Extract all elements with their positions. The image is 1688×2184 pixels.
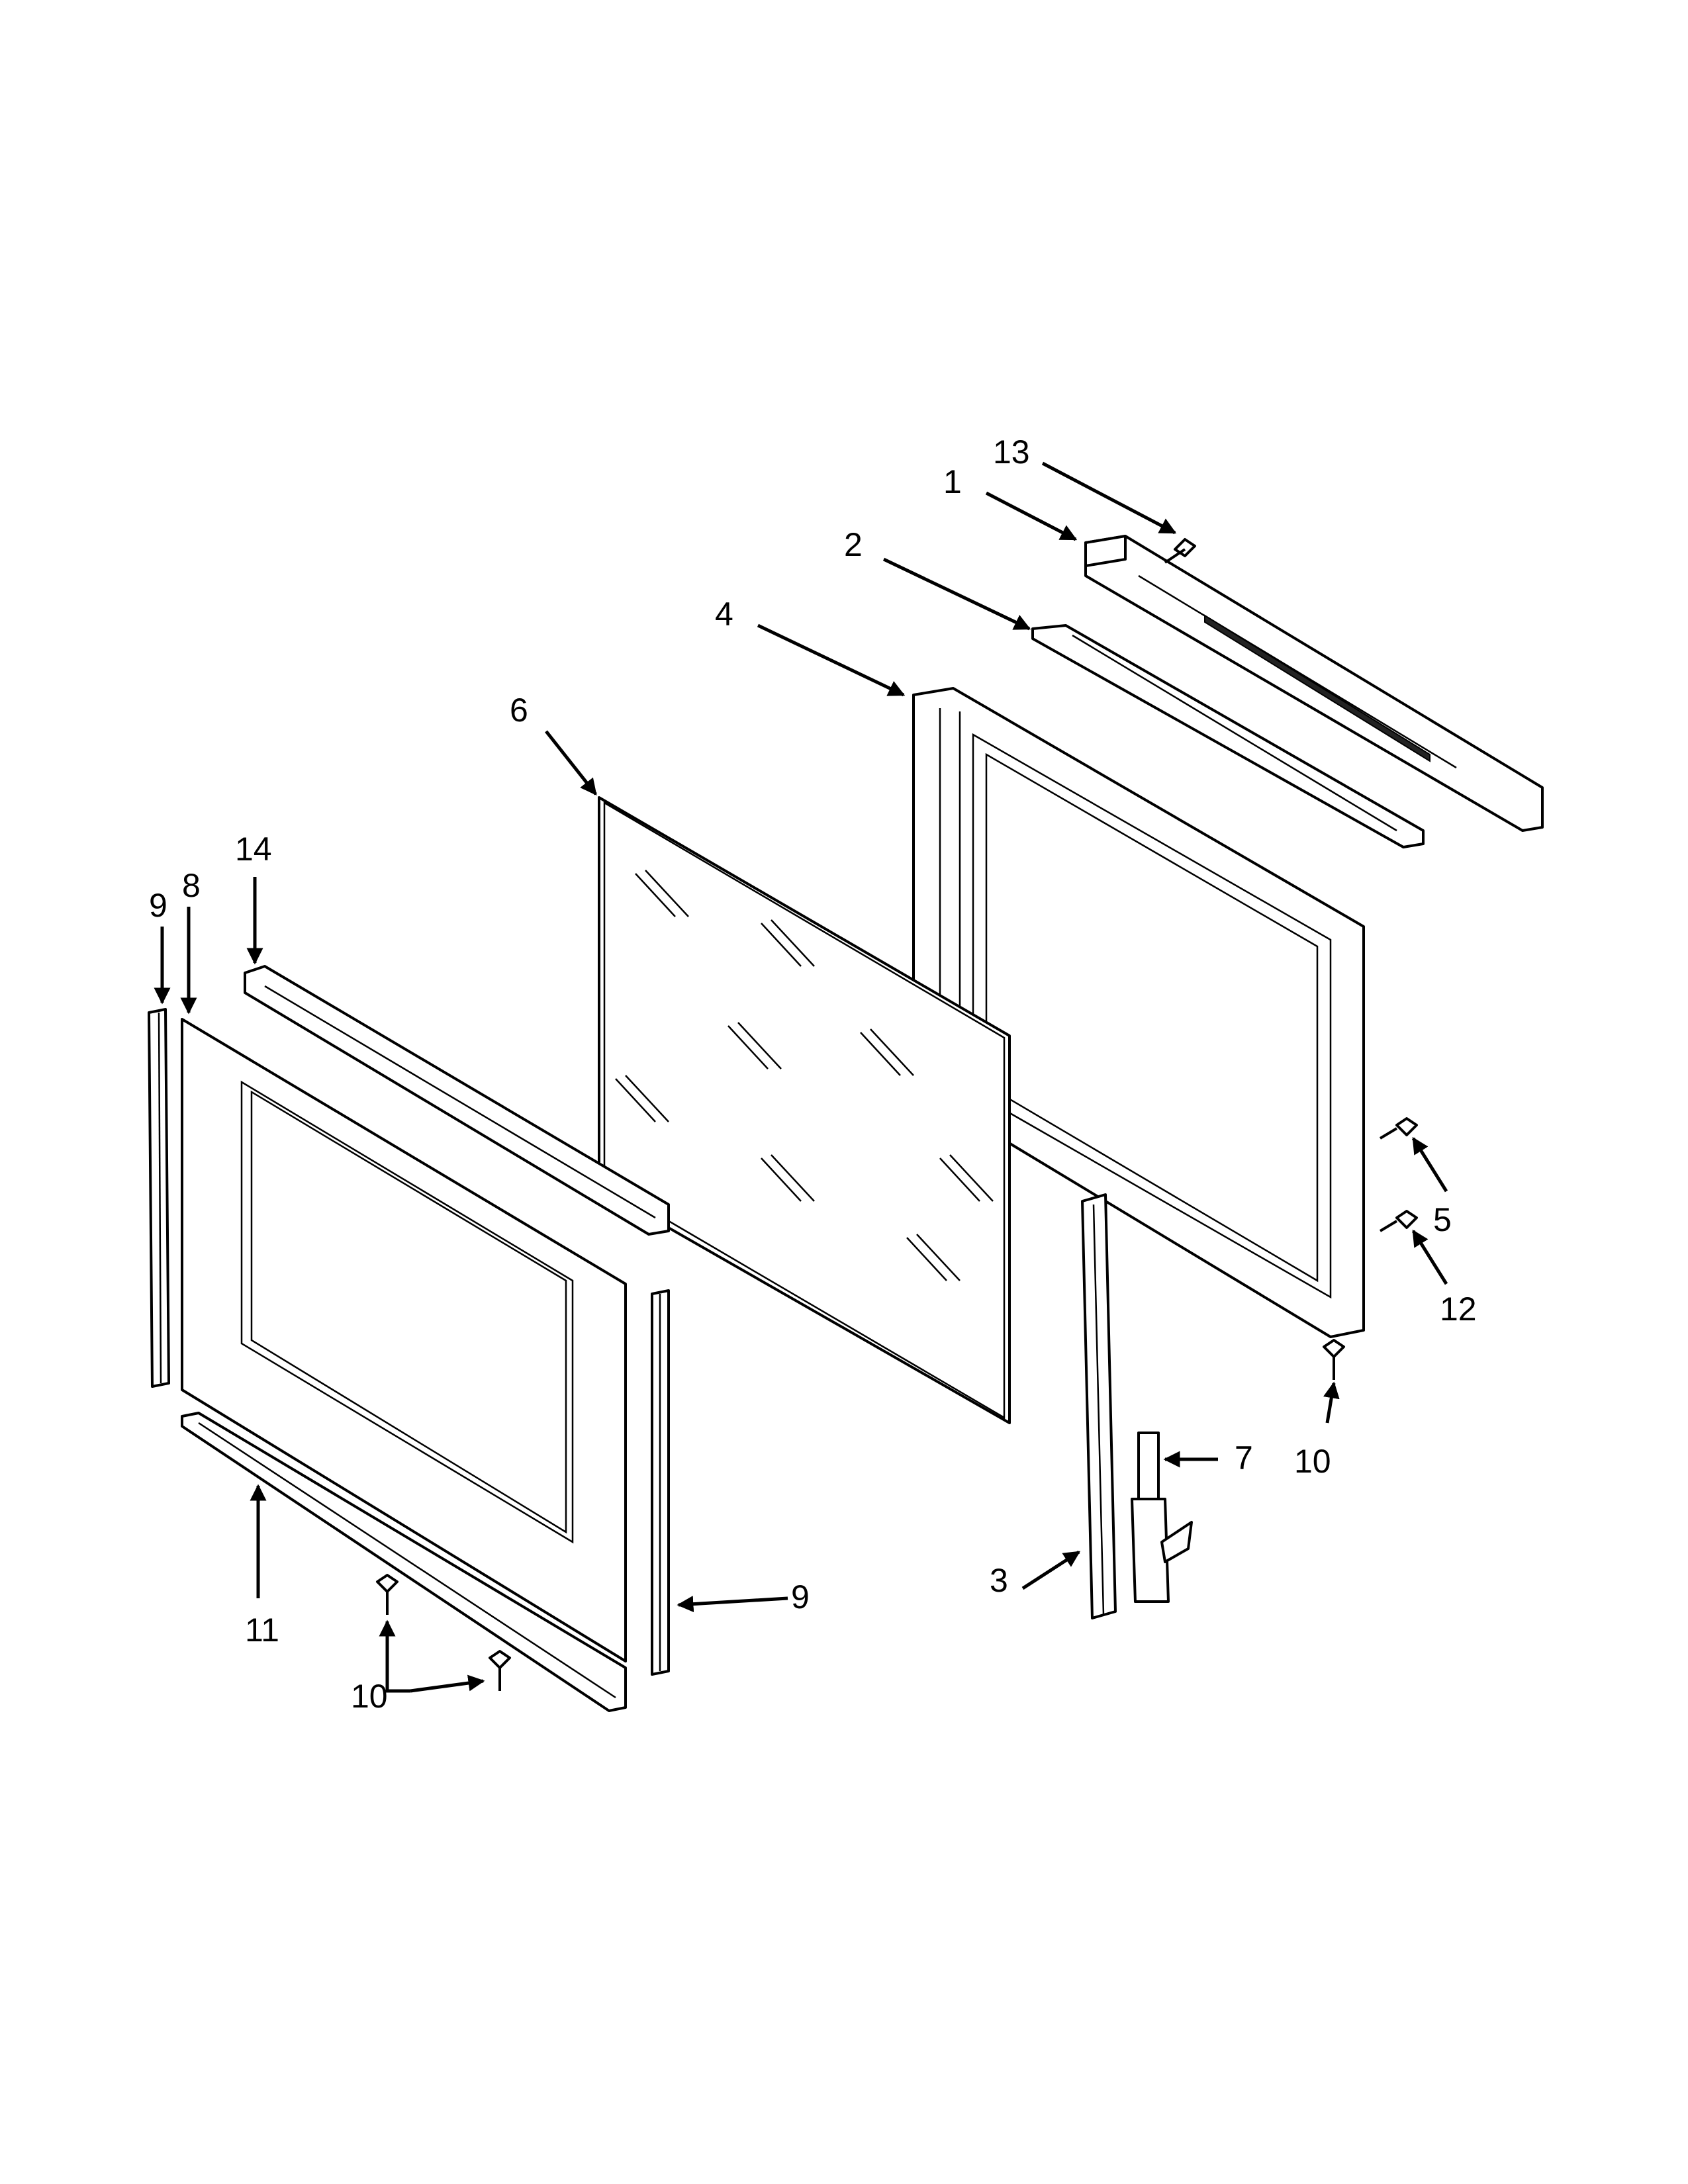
- screw-10-right-part: [1323, 1339, 1345, 1380]
- callout-10-right: 10: [1294, 1443, 1331, 1480]
- screw-13-part: [1164, 538, 1196, 564]
- callout-14: 14: [235, 831, 272, 868]
- leader-lines: [154, 461, 1448, 1693]
- callout-13: 13: [993, 433, 1030, 471]
- outer-door-panel-part: [181, 1018, 627, 1662]
- callout-3: 3: [990, 1562, 1008, 1599]
- hinge-bracket-part: [1081, 1193, 1117, 1619]
- callout-7: 7: [1235, 1439, 1253, 1477]
- callout-10-left: 10: [351, 1678, 388, 1715]
- callout-5: 5: [1433, 1201, 1452, 1238]
- door-top-channel-part: [244, 965, 670, 1236]
- callout-12: 12: [1440, 1291, 1477, 1328]
- callout-1: 1: [943, 463, 962, 500]
- callout-2: 2: [844, 526, 863, 563]
- callout-8: 8: [182, 867, 201, 904]
- callout-4: 4: [715, 596, 733, 633]
- callout-9-right: 9: [791, 1578, 810, 1615]
- screw-12-part: [1379, 1210, 1418, 1232]
- door-side-trim-right-part: [651, 1289, 670, 1676]
- door-glass-panel-part: [598, 796, 1011, 1424]
- door-trim-bracket-part: [1031, 624, 1425, 848]
- callout-9-left: 9: [149, 887, 167, 924]
- door-side-trim-left-part: [148, 1008, 170, 1388]
- callout-11: 11: [245, 1612, 279, 1649]
- hinge-part: [1131, 1432, 1193, 1603]
- screw-10-left-b-part: [489, 1650, 511, 1691]
- callout-labels: 13 1 2 4 6 14 9 8 5 12 7 10 3 9 11 10: [149, 433, 1477, 1715]
- door-bottom-channel-part: [181, 1412, 627, 1712]
- glass-reflection-marks: [615, 870, 994, 1281]
- callout-6: 6: [510, 692, 528, 729]
- door-top-trim-part: [1084, 535, 1544, 832]
- screw-5-part: [1379, 1117, 1418, 1140]
- screw-10-left-a-part: [376, 1574, 399, 1615]
